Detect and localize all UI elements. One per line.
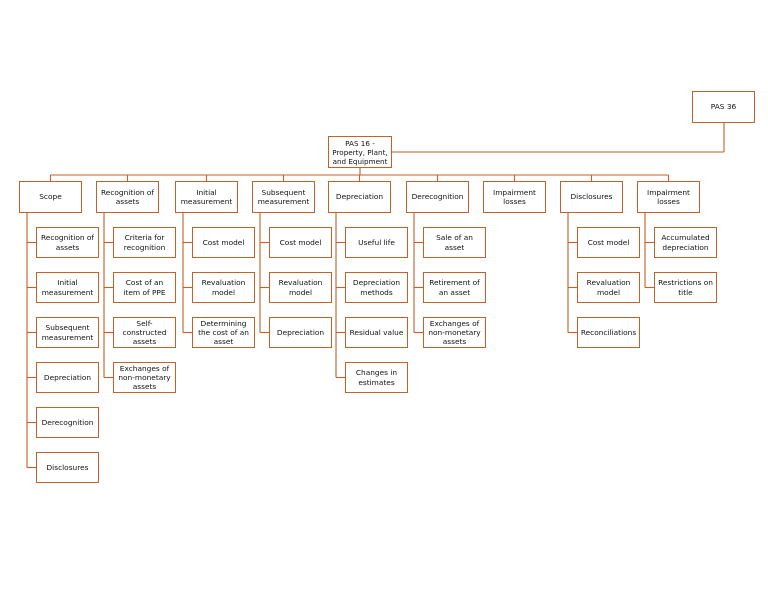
category-impairment-losses-8: Impairment losses bbox=[637, 181, 700, 213]
category-depreciation-4: Depreciation bbox=[328, 181, 391, 213]
child-cost-model: Cost model bbox=[192, 227, 255, 258]
child-derecognition: Derecognition bbox=[36, 407, 99, 438]
child-depreciation: Depreciation bbox=[36, 362, 99, 393]
child-exchanges-of-non-monetary-assets: Exchanges of non-monetary assets bbox=[423, 317, 486, 348]
child-sale-of-an-asset: Sale of an asset bbox=[423, 227, 486, 258]
child-recognition-of-assets: Recognition of assets bbox=[36, 227, 99, 258]
main-node-pas16: PAS 16 - Property, Plant, and Equipment bbox=[328, 136, 392, 168]
child-subsequent-measurement: Subsequent measurement bbox=[36, 317, 99, 348]
category-subsequent-measurement-3: Subsequent measurement bbox=[252, 181, 315, 213]
category-initial-measurement-2: Initial measurement bbox=[175, 181, 238, 213]
category-impairment-losses-6: Impairment losses bbox=[483, 181, 546, 213]
child-changes-in-estimates: Changes in estimates bbox=[345, 362, 408, 393]
child-accumulated-depreciation: Accumulated depreciation bbox=[654, 227, 717, 258]
child-cost-model: Cost model bbox=[577, 227, 640, 258]
child-depreciation-methods: Depreciation methods bbox=[345, 272, 408, 303]
child-revaluation-model: Revaluation model bbox=[269, 272, 332, 303]
category-disclosures-7: Disclosures bbox=[560, 181, 623, 213]
child-revaluation-model: Revaluation model bbox=[577, 272, 640, 303]
child-revaluation-model: Revaluation model bbox=[192, 272, 255, 303]
category-scope-0: Scope bbox=[19, 181, 82, 213]
category-derecognition-5: Derecognition bbox=[406, 181, 469, 213]
child-determining-the-cost-of-an-asset: Determining the cost of an asset bbox=[192, 317, 255, 348]
child-disclosures: Disclosures bbox=[36, 452, 99, 483]
child-retirement-of-an-asset: Retirement of an asset bbox=[423, 272, 486, 303]
child-reconciliations: Reconciliations bbox=[577, 317, 640, 348]
child-useful-life: Useful life bbox=[345, 227, 408, 258]
child-restrictions-on-title: Restrictions on title bbox=[654, 272, 717, 303]
root-node-pas36: PAS 36 bbox=[692, 91, 755, 123]
child-exchanges-of-non-monetary-assets: Exchanges of non-monetary assets bbox=[113, 362, 176, 393]
child-cost-model: Cost model bbox=[269, 227, 332, 258]
child-initial-measurement: Initial measurement bbox=[36, 272, 99, 303]
child-criteria-for-recognition: Criteria for recognition bbox=[113, 227, 176, 258]
child-depreciation: Depreciation bbox=[269, 317, 332, 348]
child-cost-of-an-item-of-ppe: Cost of an item of PPE bbox=[113, 272, 176, 303]
child-residual-value: Residual value bbox=[345, 317, 408, 348]
category-recognition-of-assets-1: Recognition of assets bbox=[96, 181, 159, 213]
child-self-constructed-assets: Self-constructed assets bbox=[113, 317, 176, 348]
